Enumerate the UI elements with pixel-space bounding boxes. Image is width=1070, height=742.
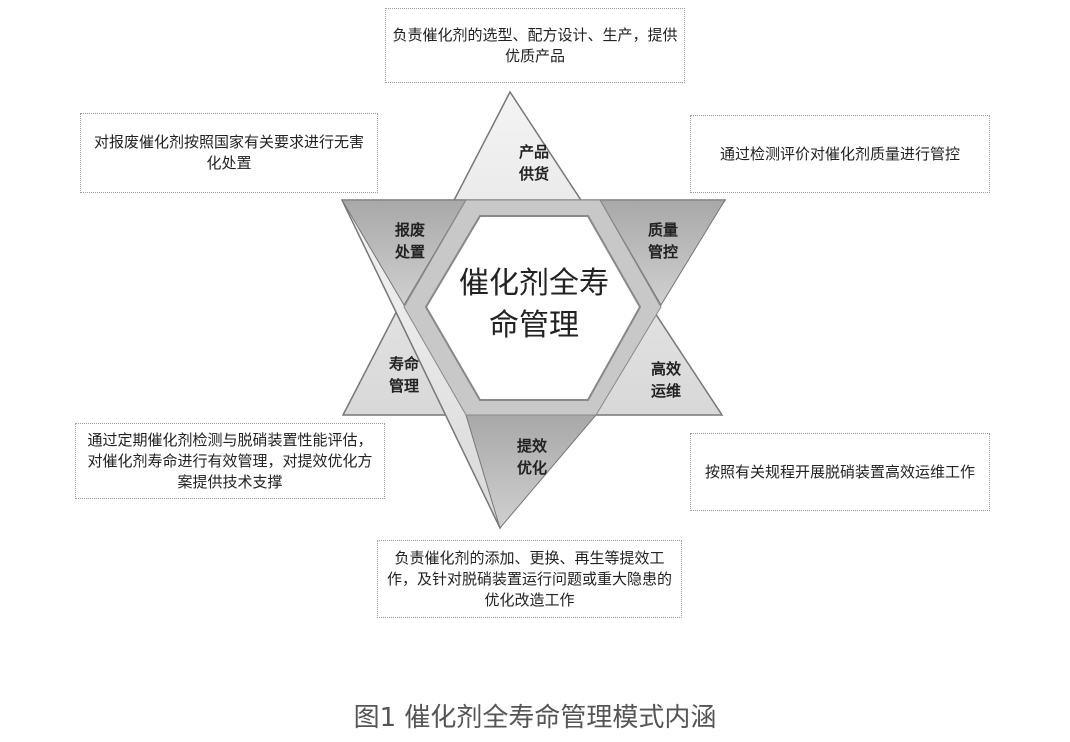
desc-supply: 负责催化剂的选型、配方设计、生产，提供优质产品 bbox=[385, 8, 685, 83]
desc-scrap: 对报废催化剂按照国家有关要求进行无害化处置 bbox=[80, 113, 378, 193]
label-scrap: 报废处置 bbox=[394, 221, 425, 261]
label-operation: 高效运维 bbox=[650, 360, 681, 400]
desc-operation: 按照有关规程开展脱硝装置高效运维工作 bbox=[690, 433, 990, 511]
label-optimize: 提效优化 bbox=[516, 437, 547, 477]
desc-quality: 通过检测评价对催化剂质量进行管控 bbox=[690, 115, 990, 193]
label-life: 寿命管理 bbox=[388, 355, 419, 395]
point-scrap bbox=[341, 199, 467, 306]
label-supply: 产品供货 bbox=[518, 143, 549, 183]
center-title: 催化剂全寿命管理 bbox=[459, 266, 609, 343]
label-quality: 质量管控 bbox=[647, 221, 678, 261]
figure-caption: 图1 催化剂全寿命管理模式内涵 bbox=[353, 703, 717, 733]
hexagon-center bbox=[424, 215, 642, 401]
desc-life: 通过定期催化剂检测与脱硝装置性能评估，对催化剂寿命进行有效管理，对提效优化方案提… bbox=[75, 423, 385, 499]
desc-optimize: 负责催化剂的添加、更换、再生等提效工作，及针对脱硝装置运行问题或重大隐患的优化改… bbox=[377, 540, 682, 618]
